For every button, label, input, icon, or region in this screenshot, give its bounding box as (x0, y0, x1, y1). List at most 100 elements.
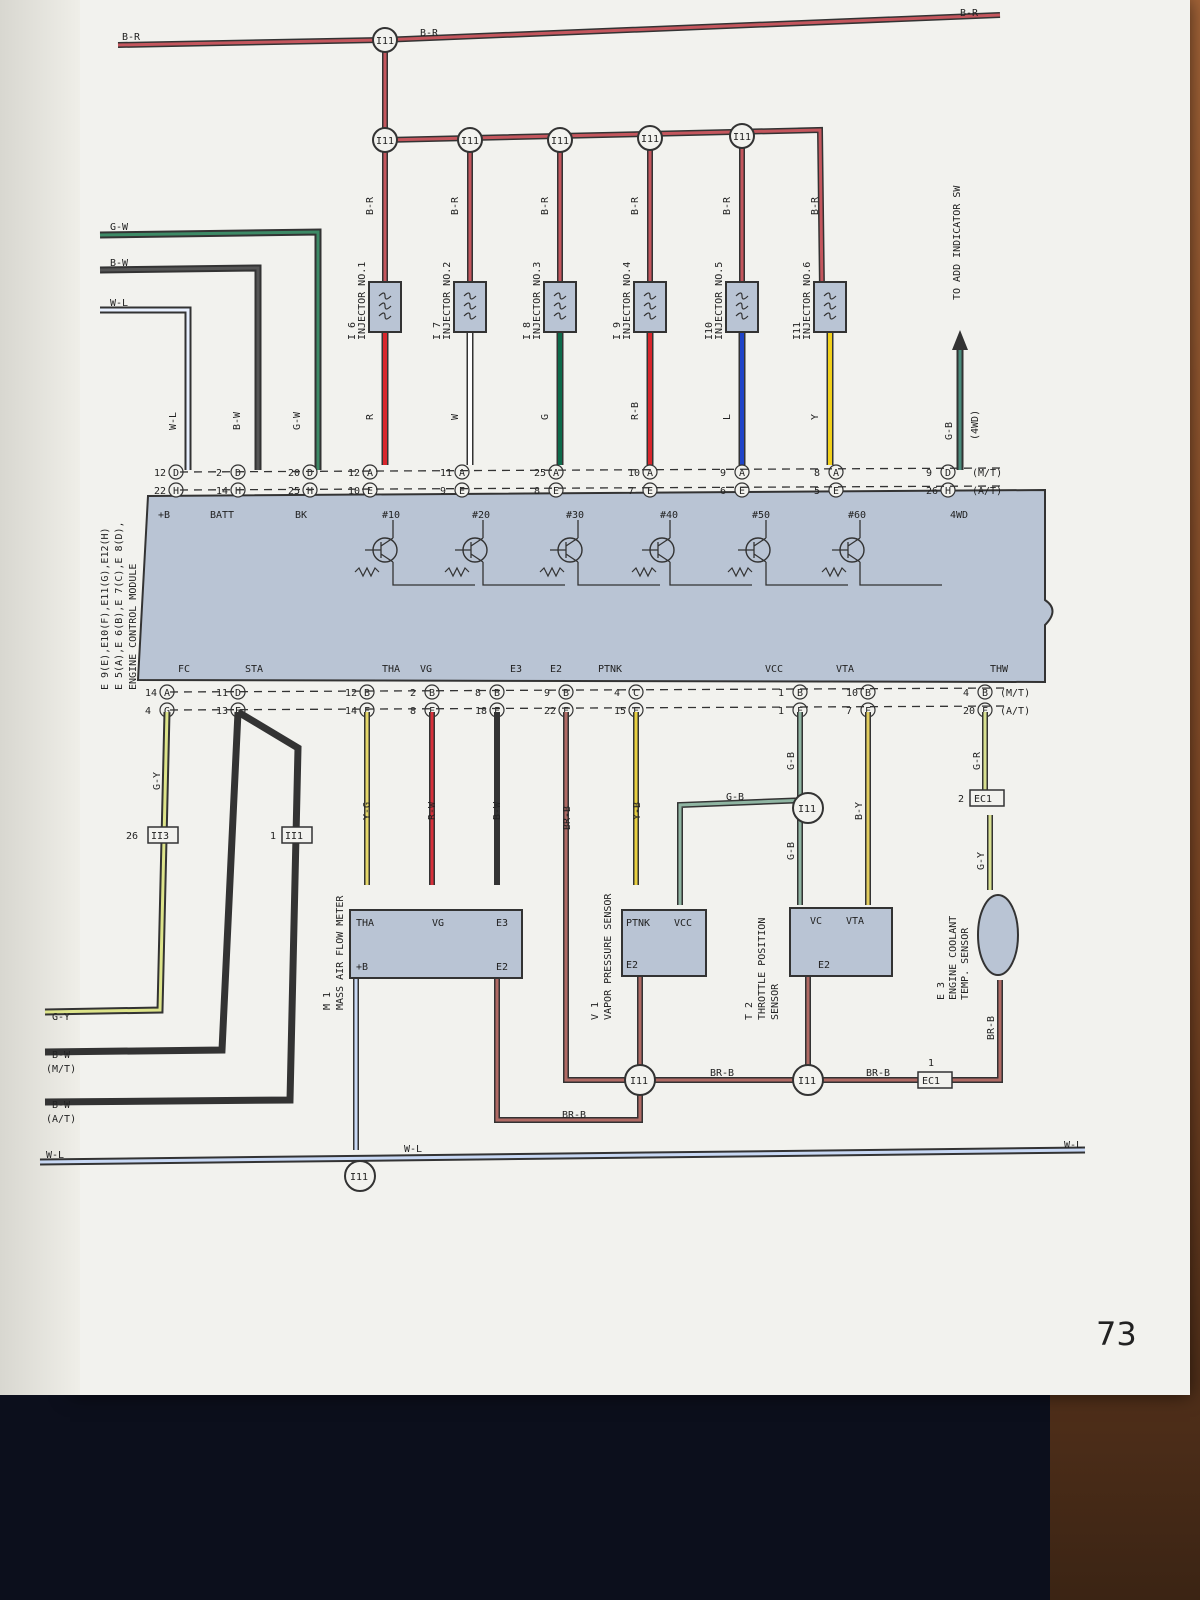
bot-pin-letter-r2-8: F (865, 706, 871, 717)
br-b-vlabel: BR-B (562, 806, 573, 830)
tps-name: THROTTLE POSITION (757, 918, 768, 1020)
b-y-label: B-Y (854, 802, 865, 820)
bot-pin-letter-r1-8: B (865, 688, 871, 699)
injector-code-6: I11 (792, 322, 803, 340)
bottom-wire-harness (39, 708, 1086, 1166)
splice-label-0: I11 (376, 36, 394, 47)
bot-pin-num-r1-5: 9 (544, 688, 550, 699)
splice-label-1: I11 (376, 136, 394, 147)
bot-pin-letter-r1-2: B (364, 688, 370, 699)
ecm-bottom-terminal-1: STA (245, 664, 263, 675)
bl-wire-label-1: B-W (52, 1050, 71, 1061)
ecm-bottom-terminal-2: THA (382, 664, 400, 675)
top-pin-num-r1-2: 20 (288, 468, 300, 479)
top-pin-num-r2-9: 26 (926, 486, 938, 497)
maf-pin-b: +B (356, 962, 368, 973)
top-pin-letter-r1-7: A (739, 468, 745, 479)
injector-coil-icon (643, 292, 657, 320)
bot-pin-num-r2-6: 15 (614, 706, 626, 717)
top-pin-letter-r2-3: E (367, 486, 373, 497)
top-pin-letter-r1-5: A (553, 468, 559, 479)
g-b-4wd-sub: (4WD) (970, 410, 981, 440)
left-wire-label-0: G-W (110, 222, 129, 233)
ecm-bottom-terminal-4: E3 (510, 664, 522, 675)
tps-pin-vta: VTA (846, 916, 864, 927)
bot-pin-num-r2-5: 22 (544, 706, 556, 717)
vps-pin-vcc: VCC (674, 918, 692, 929)
top-pin-num-r2-0: 22 (154, 486, 166, 497)
top-pin-num-r2-8: 5 (814, 486, 820, 497)
bot-pin-letter-r1-3: B (429, 688, 435, 699)
br-b-label-1: BR-B (562, 1110, 586, 1121)
bot-pin-letter-r1-9: B (982, 688, 988, 699)
top-wire-label-3: B-R (960, 8, 979, 19)
ii1-pin: 1 (270, 831, 276, 842)
bot-pin-letter-r2-7: F (797, 706, 803, 717)
ecm-connector-list-2: E 9(E),E10(F),E11(G),E12(H) (100, 527, 111, 690)
ecm-box (136, 488, 1054, 684)
top-wire-label: B-R (122, 32, 141, 43)
g-y-vlabel: G-Y (152, 772, 163, 790)
splice-label-4: I11 (641, 134, 659, 145)
coolant-sensor-body (977, 894, 1019, 976)
top-pin-letter-r2-8: E (833, 486, 839, 497)
to-add-indicator-label: TO ADD INDICATOR SW (952, 185, 963, 300)
injector-coil-icon (553, 292, 567, 320)
top-pin-letter-r2-7: E (739, 486, 745, 497)
tps-pin-vc: VC (810, 916, 822, 927)
g-b-horiz-label: G-B (726, 792, 744, 803)
injector-br-label-1: B-R (365, 196, 376, 215)
connector-dash-lines (169, 467, 1011, 711)
injector-box-3 (543, 281, 577, 333)
ec1-pin-top: 2 (958, 794, 964, 805)
bot-pin-num-r1-9: 4 (963, 688, 969, 699)
bl-wire-label-3: W-L (46, 1150, 64, 1161)
left-signal-wires (99, 228, 322, 470)
top-pin-letter-r1-4: A (459, 468, 465, 479)
injector-name-1: INJECTOR NO.1 (357, 262, 368, 340)
injector-driver-transistors (354, 520, 942, 586)
ii3-label: II3 (151, 831, 169, 842)
ecm-top-terminal-0: +B (158, 510, 170, 521)
ec1-label-bottom: EC1 (922, 1076, 940, 1087)
maf-sensor-box (349, 909, 523, 979)
top-pin-letter-r2-9: H (945, 486, 951, 497)
tps-name2: SENSOR (770, 983, 781, 1020)
ii3-connector (147, 826, 179, 844)
injector-wire-label-5: L (722, 414, 733, 420)
ecm-top-terminal-3: #10 (382, 510, 400, 521)
page-number: 73 (1096, 1315, 1137, 1353)
bot-pin-num-r1-3: 2 (410, 688, 416, 699)
injector-wire-label-6: Y (810, 414, 821, 420)
injector-coil-icon (463, 292, 477, 320)
bot-pin-num-r2-0: 4 (145, 706, 151, 717)
top-pin-num-r1-1: 2 (216, 468, 222, 479)
top-pin-letter-r2-6: E (647, 486, 653, 497)
bot-at-label: (A/T) (1000, 706, 1030, 717)
bot-pin-letter-r2-3: F (429, 706, 435, 717)
w-l-mid-label: W-L (404, 1144, 422, 1155)
bot-pin-num-r2-2: 14 (345, 706, 357, 717)
br-b-ect-label: BR-B (986, 1016, 997, 1040)
bot-pin-letter-r2-6: F (633, 706, 639, 717)
top-pin-letter-r1-6: A (647, 468, 653, 479)
top-pin-num-r1-3: 12 (348, 468, 360, 479)
y-b-label: Y-B (632, 802, 643, 820)
g-y-ect-label: G-Y (976, 852, 987, 870)
injector-br-label-2: B-R (450, 196, 461, 215)
bot-pin-letter-r2-2: F (364, 706, 370, 717)
bot-pin-letter-r1-5: B (563, 688, 569, 699)
ec1-label-top: EC1 (974, 794, 992, 805)
vapor-sensor-box (621, 909, 707, 977)
ecm-bottom-terminal-9: THW (990, 664, 1009, 675)
top-pin-letter-r1-8: A (833, 468, 839, 479)
top-pin-letter-r2-5: E (553, 486, 559, 497)
g-b-4wd-label: G-B (944, 422, 955, 440)
top-pin-num-r1-6: 10 (628, 468, 640, 479)
top-pin-letter-r2-1: H (235, 486, 241, 497)
top-wire-label-2: B-R (420, 28, 439, 39)
bot-pin-letter-r1-1: D (235, 688, 241, 699)
bot-pin-letter-r1-7: B (797, 688, 803, 699)
